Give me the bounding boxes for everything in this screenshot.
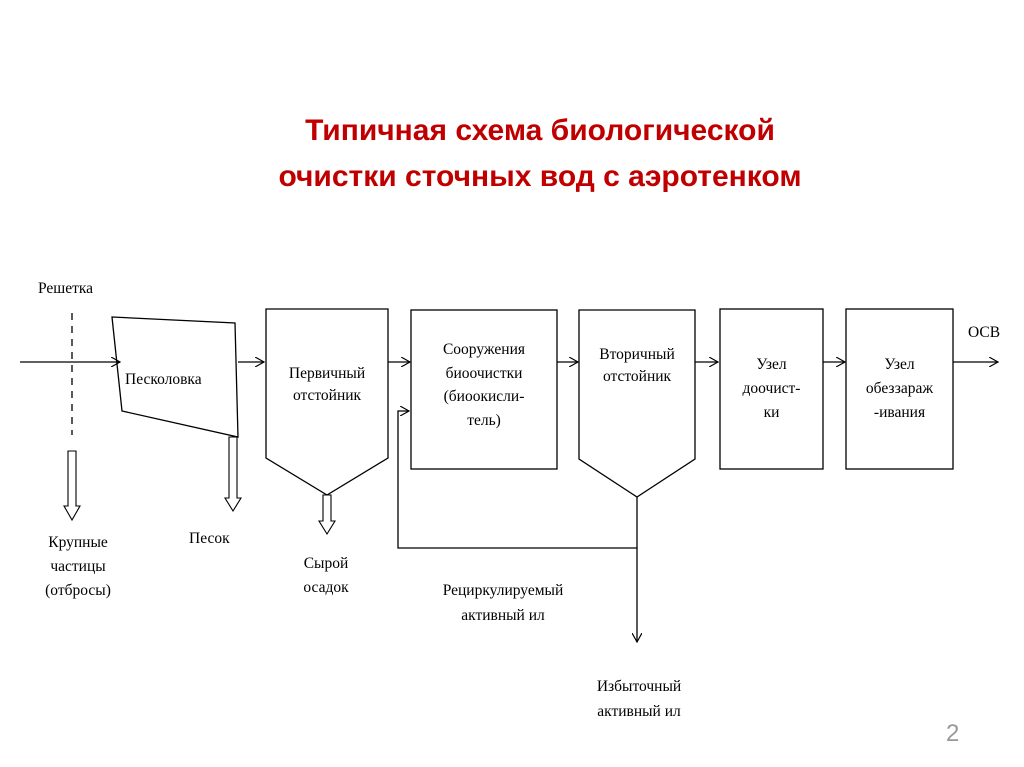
disinfection-label-line: -ивания — [873, 404, 926, 421]
primary-settler-shape — [265, 308, 389, 496]
screen-label: Решетка — [38, 280, 94, 297]
recirculated-sludge-label: Рециркулируемый активный ил — [410, 578, 596, 628]
disinfection-label-line: Узел — [884, 356, 915, 373]
primary-settler-label-line: Первичный — [288, 365, 366, 382]
title-line-1: Типичная схема биологической — [305, 114, 775, 147]
page-number: 2 — [946, 720, 960, 747]
bio-treatment-label-line: биоочистки — [445, 364, 523, 382]
excess-sludge-label-line: Избыточный — [596, 678, 682, 695]
secondary-settler-label-line: отстойник — [602, 368, 672, 385]
raw-sludge-label-line: Сырой — [303, 555, 349, 572]
post-treatment-label-line: ки — [763, 404, 780, 421]
excess-sludge-label: Избыточный активный ил — [572, 674, 706, 724]
coarse-particles-label-line: частицы — [50, 558, 106, 575]
sand-label: Песок — [189, 530, 230, 547]
bio-treatment-box — [410, 309, 558, 470]
coarse-particles-label-line: (отбросы) — [45, 582, 111, 599]
recirculated-sludge-label-line: Рециркулируемый — [442, 582, 564, 599]
secondary-settler-label: Вторичный отстойник — [579, 344, 695, 388]
coarse-particles-outlet-arrow — [63, 450, 81, 522]
recirculation-line — [397, 411, 638, 549]
diagram-title: Типичная схема биологической очистки сто… — [180, 108, 900, 200]
coarse-particles-label: Крупные частицы (отбросы) — [18, 531, 138, 603]
bio-treatment-label: Сооружения биоочистки (биоокисли- тель) — [411, 338, 557, 432]
disinfection-label: Узел обеззараж -ивания — [846, 353, 953, 425]
secondary-settler-shape — [578, 309, 696, 498]
output-label: ОСВ — [968, 324, 1001, 341]
sand-trap-label: Песколовка — [125, 371, 202, 388]
post-treatment-label: Узел доочист- ки — [720, 353, 823, 425]
excess-sludge-label-line: активный ил — [597, 703, 681, 720]
title-line-2: очистки сточных вод с аэротенком — [278, 160, 802, 193]
disinfection-label-line: обеззараж — [865, 380, 934, 397]
sand-trap-shape — [111, 316, 239, 438]
primary-settler-label-line: отстойник — [292, 387, 362, 404]
raw-sludge-label: Сырой осадок — [284, 552, 368, 600]
sand-outlet-arrow — [224, 436, 242, 513]
recirculated-sludge-label-line: активный ил — [461, 607, 545, 624]
coarse-particles-label-line: Крупные — [48, 534, 108, 551]
primary-settler-label: Первичный отстойник — [266, 363, 388, 407]
raw-sludge-label-line: осадок — [303, 579, 349, 596]
bio-treatment-label-line: тель) — [467, 411, 501, 429]
post-treatment-label-line: доочист- — [742, 380, 801, 397]
bio-treatment-label-line: (биоокисли- — [443, 388, 525, 405]
raw-sludge-outlet-arrow — [318, 494, 336, 536]
post-treatment-box — [719, 308, 824, 470]
bio-treatment-label-line: Сооружения — [442, 341, 526, 358]
post-treatment-label-line: Узел — [756, 356, 787, 373]
secondary-settler-label-line: Вторичный — [599, 346, 675, 363]
disinfection-box — [845, 308, 954, 470]
